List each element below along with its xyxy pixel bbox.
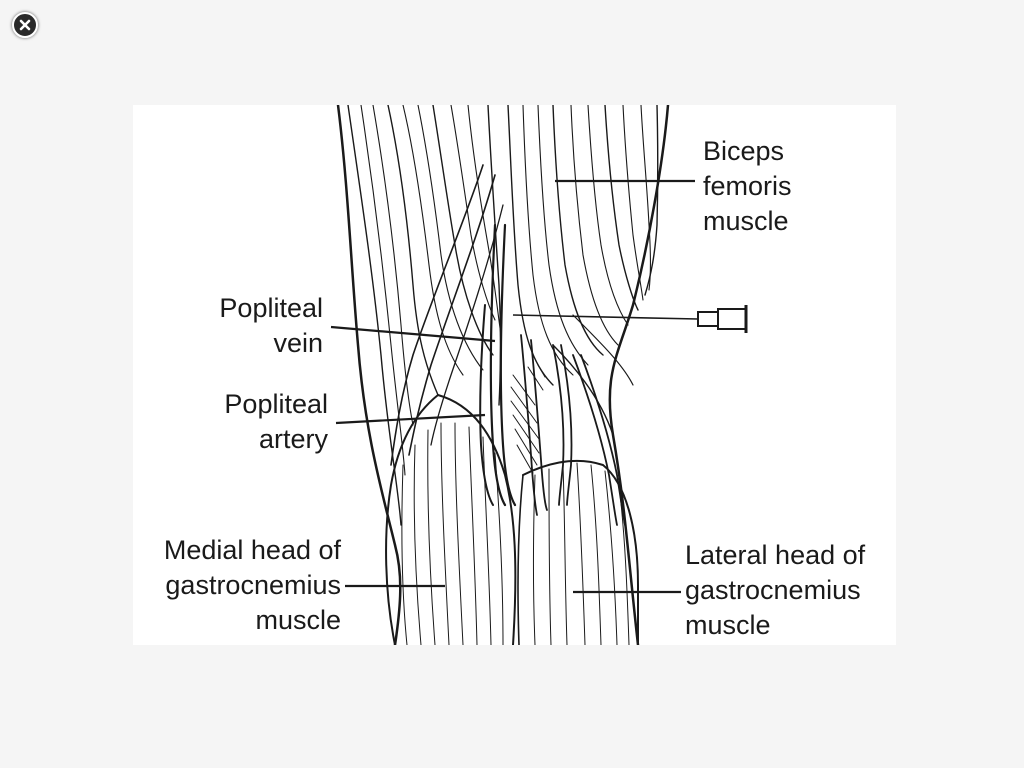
medial-gastrocnemius-outline [385, 394, 439, 645]
leader-vein [330, 325, 496, 343]
anatomy-figure: Biceps femoris muscle Popliteal vein Pop… [133, 105, 896, 645]
knee-illustration [330, 105, 748, 645]
label-lateral-head: Lateral head of gastrocnemius muscle [685, 538, 865, 643]
popliteal-vein [489, 223, 507, 507]
label-popliteal-artery-line1: Popliteal [224, 389, 328, 419]
popliteal-artery [479, 304, 494, 506]
label-medial-head: Medial head of gastrocnemius muscle [133, 533, 341, 638]
label-lateral-head-line3: muscle [685, 610, 771, 640]
label-popliteal-vein-line1: Popliteal [219, 293, 323, 323]
popliteal-fat-hatching [510, 364, 546, 474]
label-biceps-femoris-line3: muscle [703, 206, 789, 236]
label-biceps-femoris-line1: Biceps [703, 136, 785, 166]
label-medial-head-line3: muscle [255, 605, 341, 635]
leg-outline-left [336, 105, 402, 645]
label-medial-head-line1: Medial head of [163, 535, 341, 565]
label-popliteal-vein: Popliteal vein [181, 291, 323, 361]
leader-lines [330, 179, 695, 594]
label-popliteal-vein-line2: vein [273, 328, 323, 358]
close-button[interactable] [12, 12, 38, 38]
label-popliteal-artery: Popliteal artery [185, 387, 328, 457]
leader-artery [335, 413, 486, 425]
leg-outline-right [608, 105, 670, 645]
label-biceps-femoris-line2: femoris [703, 171, 792, 201]
close-icon [19, 19, 31, 31]
label-medial-head-line2: gastrocnemius [165, 570, 341, 600]
label-lateral-head-line1: Lateral head of [685, 540, 866, 570]
lateral-gastrocnemius-outline [522, 459, 639, 645]
label-biceps-femoris: Biceps femoris muscle [703, 134, 792, 239]
label-lateral-head-line2: gastrocnemius [685, 575, 861, 605]
needle [512, 305, 748, 333]
label-popliteal-artery-line2: artery [258, 424, 328, 454]
